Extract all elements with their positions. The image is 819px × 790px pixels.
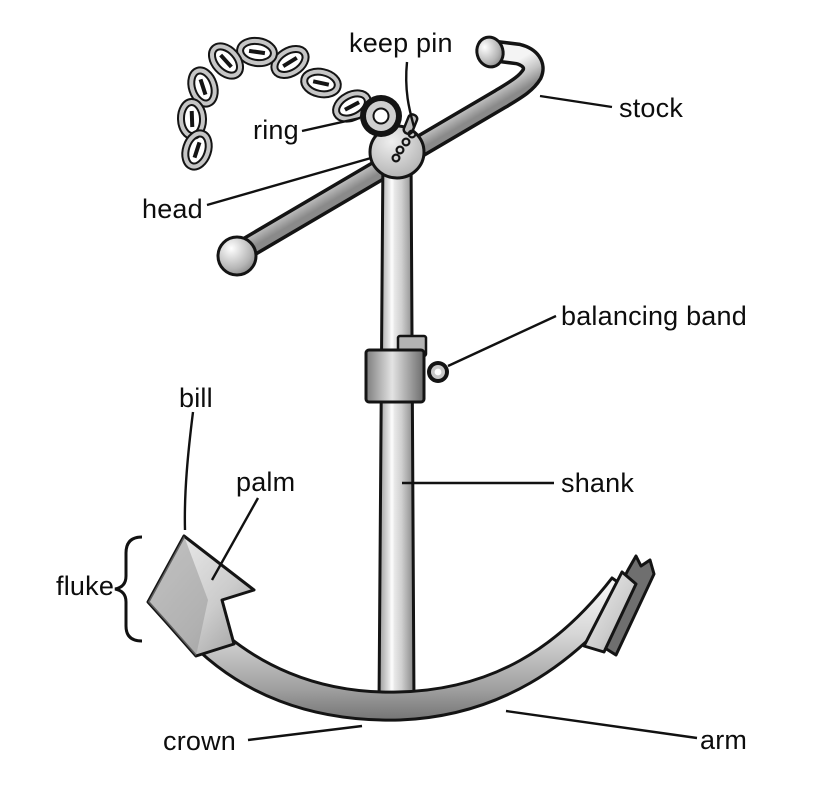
label-balancing-band: balancing band bbox=[561, 301, 747, 331]
balancing-band bbox=[364, 334, 449, 404]
label-crown: crown bbox=[163, 726, 237, 756]
leader-line-balancing-band bbox=[447, 314, 557, 368]
fluke-brace bbox=[114, 535, 143, 643]
label-keep-pin: keep pin bbox=[349, 28, 453, 58]
anchor-ring bbox=[360, 95, 402, 137]
leader-line-ring bbox=[301, 116, 361, 133]
leader-line-head bbox=[206, 156, 372, 207]
leader-line-arm bbox=[505, 709, 698, 740]
label-fluke: fluke bbox=[56, 571, 115, 601]
anchor-shank bbox=[377, 148, 416, 707]
left-fluke bbox=[146, 534, 256, 658]
anchor-stock bbox=[216, 35, 545, 277]
leader-line-crown bbox=[247, 724, 363, 742]
leader-line-keep-pin bbox=[405, 61, 416, 128]
leader-line-palm bbox=[210, 497, 260, 581]
anchor-chain bbox=[176, 36, 372, 171]
leader-lines bbox=[183, 61, 698, 742]
leader-line-stock bbox=[539, 94, 613, 109]
label-stock: stock bbox=[619, 93, 684, 123]
stock-ball-end bbox=[216, 235, 258, 277]
label-head: head bbox=[142, 194, 203, 224]
label-ring: ring bbox=[253, 115, 299, 145]
balancing-band-eye bbox=[427, 361, 449, 383]
stock-end-cap bbox=[475, 35, 505, 69]
leader-line-bill bbox=[183, 411, 195, 531]
right-fluke bbox=[582, 554, 656, 657]
label-arm: arm bbox=[700, 725, 748, 755]
label-bill: bill bbox=[179, 383, 213, 413]
label-shank: shank bbox=[561, 468, 635, 498]
label-palm: palm bbox=[236, 467, 296, 497]
